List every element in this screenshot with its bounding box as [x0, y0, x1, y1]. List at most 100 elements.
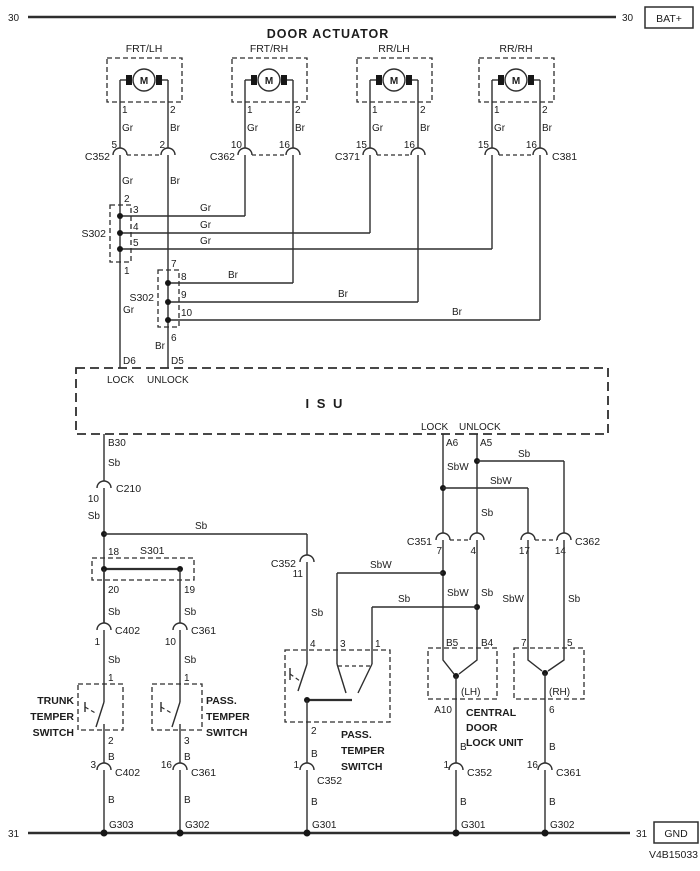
bat-plus-box: [644, 6, 694, 29]
pin-label: 20: [108, 585, 120, 596]
pin-label: 3: [184, 736, 190, 747]
connector-name: C361: [191, 767, 216, 779]
gnd-label: GND: [664, 828, 688, 840]
isu-pin-label: A6: [446, 438, 459, 449]
motor-letter: M: [265, 76, 273, 87]
wire-label: Sb: [398, 594, 411, 605]
connector-name: C210: [116, 483, 141, 495]
wire-label: Br: [170, 176, 181, 187]
wire-label: Br: [295, 123, 306, 134]
pin-label: 1: [247, 105, 253, 116]
connector-pin: 17: [519, 546, 531, 557]
switch-blade-icon: [297, 663, 308, 692]
lock-contact-icon: [442, 648, 455, 675]
switch-blade-icon: [95, 701, 105, 728]
actuator-box: [106, 57, 183, 103]
ground-point: [100, 829, 108, 837]
connector-name: C362: [210, 151, 235, 163]
isu-pin-label: D5: [171, 356, 184, 367]
connector-icon: [299, 554, 315, 563]
isu-pin-label: D6: [123, 356, 136, 367]
isu-box: [75, 367, 609, 435]
actuator-name: FRT/RH: [250, 43, 288, 55]
splice-name: S302: [129, 292, 154, 304]
wire-label: Sb: [518, 449, 531, 460]
connector-icon: [172, 762, 188, 771]
pin-label: 1: [124, 266, 130, 277]
connector-pin: 16: [527, 760, 539, 771]
connector-icon: [448, 762, 464, 771]
connector-pin: 1: [94, 637, 100, 648]
pin-label: 19: [184, 585, 196, 596]
component-name: DOOR: [466, 722, 498, 734]
pin-label: B4: [481, 638, 494, 649]
wire-label: SbW: [490, 476, 512, 487]
ground-label: G301: [312, 820, 337, 831]
pin-label: 5: [567, 638, 573, 649]
connector-pin: 4: [470, 546, 476, 557]
actuator-rr-rh: RR/RH M 1 2 Gr Br 15 16 C381: [478, 43, 577, 163]
component-name: TRUNK: [37, 695, 74, 707]
motor-brush-icon: [376, 75, 382, 85]
connector-name: C352: [317, 775, 342, 787]
wire-label: B: [108, 752, 115, 763]
power-rail: 30 30 BAT+: [8, 6, 694, 29]
motor-brush-icon: [528, 75, 534, 85]
motor-icon: [132, 68, 156, 92]
component-name: LOCK UNIT: [466, 737, 524, 749]
connector-pin: 2: [159, 140, 165, 151]
connector-name: C362: [575, 536, 600, 548]
pin-label: A10: [434, 705, 452, 716]
switch-blade-icon: [336, 663, 347, 694]
actuator-name: RR/LH: [378, 43, 410, 55]
wire-label: Sb: [184, 607, 197, 618]
wire-label: Sb: [568, 594, 581, 605]
switch-box: [151, 683, 203, 731]
connector-icon: [112, 147, 128, 156]
actuator-rr-lh: RR/LH M 1 2 Gr Br 15 16 C371: [335, 43, 433, 163]
pin-label: 7: [521, 638, 527, 649]
connector-icon: [484, 147, 500, 156]
pin-label: 8: [181, 272, 187, 283]
pin-label: 5: [133, 238, 139, 249]
connector-name: C352: [85, 151, 110, 163]
connector-pin: 10: [88, 494, 100, 505]
wire-label: B: [311, 749, 318, 760]
wire-label: Gr: [200, 220, 212, 231]
motor-brush-icon: [498, 75, 504, 85]
wire-label: B: [460, 797, 467, 808]
component-name: SWITCH: [341, 761, 382, 773]
pin-label: 2: [124, 194, 130, 205]
splice-s302-br: S302 7 8 9 10 6 Br Br Br Br D5: [129, 259, 540, 367]
lock-unit-rh-box: [513, 647, 585, 700]
component-name: PASS.: [341, 729, 372, 741]
connector-icon: [96, 622, 112, 631]
connector-icon: [96, 762, 112, 771]
splice-s302-gr: S302 2 3 4 5 1 Gr Gr Gr Gr D6: [81, 194, 492, 367]
component-name: TEMPER: [30, 711, 74, 723]
wire-label: Sb: [108, 655, 121, 666]
trunk-temper-switch-path: Sb 1 C402 Sb 1 TRUNK TEMPER SWITCH 2 B 3…: [30, 569, 140, 833]
connector-icon: [537, 762, 553, 771]
pin-label: 1: [494, 105, 500, 116]
isu-pin-label: A5: [480, 438, 493, 449]
ground-point: [452, 829, 460, 837]
actuator-name: FRT/LH: [126, 43, 163, 55]
connector-pin: 16: [279, 140, 291, 151]
wire-label: Sb: [108, 607, 121, 618]
wire-label: SbW: [447, 462, 469, 473]
pin-label: 1: [108, 673, 114, 684]
actuator-box: [231, 57, 308, 103]
pin-label: 2: [420, 105, 426, 116]
connector-pin: 14: [555, 546, 567, 557]
splice-name: S302: [81, 228, 106, 240]
wire-label: Gr: [247, 123, 259, 134]
pin-label: 2: [170, 105, 176, 116]
motor-icon: [382, 68, 406, 92]
b30-branch: Sb 10 C210 Sb Sb: [88, 434, 307, 623]
pin-label: 4: [133, 222, 139, 233]
wire-label: B: [184, 752, 191, 763]
connector-icon: [237, 147, 253, 156]
connector-pin: 15: [478, 140, 490, 151]
connector-pin: 10: [165, 637, 177, 648]
